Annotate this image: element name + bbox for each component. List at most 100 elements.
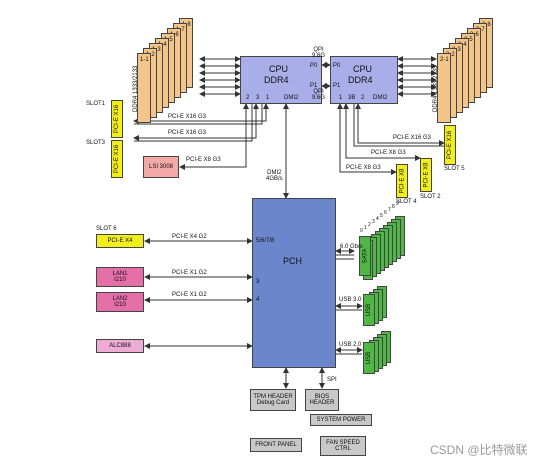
front-panel-header: FRONT PANEL bbox=[250, 438, 302, 452]
cpu2-memory-type: DDR4 bbox=[348, 75, 373, 85]
cpu1-port-p0: P0 bbox=[310, 63, 318, 69]
slot6-name: SLOT 6 bbox=[96, 226, 117, 232]
sata-port-number: 1 bbox=[364, 225, 367, 231]
dmi-name: DMI2 bbox=[267, 170, 282, 176]
qpi-speed: 9.6G bbox=[312, 53, 326, 59]
slot3-link-label: PCI-E X16 G3 bbox=[168, 130, 207, 136]
cpu2-title: CPU bbox=[353, 64, 373, 74]
qpi-top-label: QPI 9.6G bbox=[312, 47, 325, 59]
front-panel-label: FRONT PANEL bbox=[255, 441, 297, 448]
slot6-link-label: PCI-E X4 G2 bbox=[172, 234, 207, 240]
slot3-name: SLOT3 bbox=[86, 140, 106, 146]
usb2-port-front: USB bbox=[363, 342, 375, 374]
lan2-chip-model: I210 bbox=[114, 302, 126, 308]
slot5-link-label: PCI-E X16 G3 bbox=[393, 135, 432, 141]
fan-subtitle: CTRL bbox=[335, 446, 351, 452]
qpi-label: QPI bbox=[313, 47, 324, 53]
qpi-bottom-label: QPI 9.6G bbox=[312, 89, 325, 101]
lsi-link-label: PCI-E X8 G3 bbox=[186, 157, 221, 163]
dimm-module-front: 2-1 bbox=[437, 53, 451, 123]
system-power-label: SYSTEM POWER bbox=[316, 416, 366, 423]
dimm-speed: 1333/2133 bbox=[433, 65, 439, 94]
slot4-label: PCI-E X8 bbox=[399, 168, 406, 194]
cpu2-block: CPU DDR4 P0 P1 1 3B 2 DMI2 bbox=[330, 56, 398, 104]
slot5-label: PCI-E X16 bbox=[447, 130, 454, 160]
dimm-type: DDR4 bbox=[433, 95, 439, 112]
cpu1-port-2: 2 bbox=[246, 95, 250, 101]
cpu2-port-p1: P1 bbox=[333, 83, 341, 89]
cpu2-port-1: 1 bbox=[339, 95, 343, 101]
slot1-name: SLOT1 bbox=[86, 101, 106, 107]
sata-port-number: 2 bbox=[368, 222, 371, 228]
usb3-chip-label: USB bbox=[366, 303, 372, 317]
dmi-speed: 4GB/s bbox=[266, 176, 283, 182]
qpi-speed: 9.6G bbox=[312, 95, 326, 101]
usb3-link-lines bbox=[335, 303, 363, 311]
cpu1-port-p1: P1 bbox=[310, 83, 318, 89]
dimm-number: 2-1 bbox=[440, 57, 449, 63]
dimm-module-front: 1-1 bbox=[137, 53, 151, 123]
dimm-type: DDR4 bbox=[133, 95, 139, 112]
spi-label: SPI bbox=[327, 377, 337, 383]
slot6-connector: PCI-E X4 bbox=[96, 234, 144, 248]
pch-block: PCH 5/6/7/8 3 4 bbox=[252, 198, 336, 368]
sata-port-number: 6 bbox=[384, 210, 387, 216]
system-power-header: SYSTEM POWER bbox=[310, 414, 372, 426]
slot2-connector: PCI-E X8 bbox=[420, 158, 432, 192]
slot2-name: SLOT 2 bbox=[420, 194, 441, 200]
sata-port-number: 3 bbox=[372, 219, 375, 225]
dimm-speed: 1333/2133 bbox=[133, 65, 139, 94]
lsi-label: LSI 3008 bbox=[148, 163, 174, 170]
pch-port-5678: 5/6/7/8 bbox=[256, 238, 275, 244]
tpm-title: TPM HEADER bbox=[253, 393, 293, 400]
slot4-link-line bbox=[337, 103, 397, 175]
lan1-name: LAN1 bbox=[112, 270, 128, 277]
slot4-link-label: PCI-E X8 G3 bbox=[346, 165, 381, 171]
cpu2-port-3b: 3B bbox=[348, 95, 356, 101]
watermark: CSDN @比特微联 bbox=[430, 443, 528, 457]
sata-port-number: 5 bbox=[380, 213, 383, 219]
dimm-right-bus bbox=[397, 56, 437, 97]
slot4-name: SLOT 4 bbox=[396, 199, 417, 205]
cpu2-port-dmi2: DMI2 bbox=[373, 95, 388, 101]
slot3-label: PCI-E X16 bbox=[114, 144, 121, 174]
slot6-label: PCI-E X4 bbox=[107, 237, 133, 244]
slot1-connector: PCI-E X16 bbox=[111, 100, 123, 138]
lsi-3008-chip: LSI 3008 bbox=[143, 156, 179, 178]
cpu1-port-dmi2: DMI2 bbox=[284, 95, 299, 101]
slot4-connector: PCI-E X8 bbox=[396, 164, 408, 198]
usb2-port-label: USB 2.0 bbox=[339, 342, 362, 348]
qpi-label: QPI bbox=[313, 89, 324, 95]
cpu1-port-1: 1 bbox=[266, 95, 270, 101]
sata-port-front: SATA bbox=[359, 236, 371, 276]
sata-speed-label: 6.0 Gb/s bbox=[340, 244, 363, 250]
sata-port-number: 9 bbox=[396, 201, 399, 207]
dmi-label: DMI2 4GB/s bbox=[266, 170, 283, 182]
fan-title: FAN SPEED bbox=[326, 439, 360, 446]
slot2-label: PCI-E X8 bbox=[423, 162, 430, 188]
cpu2-port-p0: P0 bbox=[333, 63, 341, 69]
slot1-label: PCI-E X16 bbox=[114, 104, 121, 134]
cpu1-block: CPU DDR4 P0 P1 2 3 1 DMI2 bbox=[240, 56, 322, 104]
tpm-subtitle: Debug Card bbox=[256, 400, 290, 406]
slot3-link-lines bbox=[133, 103, 259, 142]
pch-port-4: 4 bbox=[256, 297, 260, 303]
usb3-port-front: USB bbox=[363, 294, 375, 326]
usb3-port-label: USB 3.0 bbox=[339, 297, 362, 303]
sata-port-number: 7 bbox=[388, 207, 391, 213]
dimm-right-label: DDR4 1333/2133 bbox=[433, 66, 439, 112]
cpu1-memory-type: DDR4 bbox=[264, 75, 289, 85]
bios-title: BIOS bbox=[314, 393, 330, 400]
lan1-chip-model: I210 bbox=[114, 277, 126, 283]
dimm-left-label: DDR4 1333/2133 bbox=[133, 66, 139, 112]
bios-subtitle: HEADER bbox=[309, 400, 335, 406]
